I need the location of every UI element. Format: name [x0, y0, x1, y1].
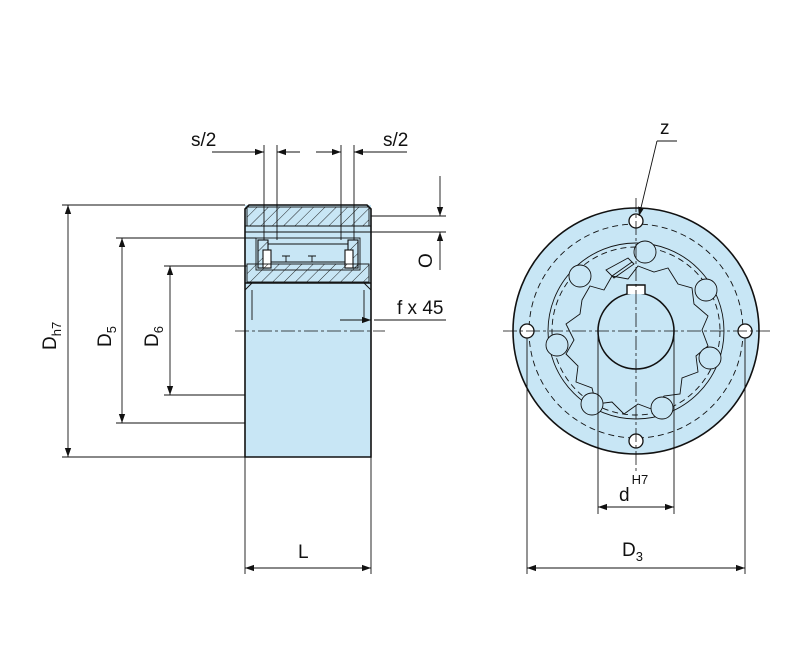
d6-subscript: 6: [151, 326, 166, 333]
svg-text:Dh7: Dh7: [40, 322, 64, 350]
dh7-label: D: [40, 336, 61, 350]
dh7-subscript: h7: [49, 322, 64, 336]
z-label: z: [660, 118, 670, 139]
dimension-chamfer: f x 45: [340, 298, 446, 324]
svg-text:D5: D5: [95, 326, 119, 347]
chamfer-label: f x 45: [397, 298, 443, 319]
side-view: [235, 204, 385, 458]
d-label: d: [619, 485, 630, 506]
l-label: L: [298, 542, 309, 563]
dimension-o: O: [371, 176, 446, 270]
d5-label: D: [95, 333, 116, 347]
dimension-dh7: Dh7: [40, 204, 245, 458]
front-view: [503, 198, 770, 472]
dimension-s2-left: s/2: [191, 130, 300, 240]
dimension-d5: D5: [95, 237, 256, 424]
d3-label: D: [622, 540, 636, 561]
dimension-d6: D6: [142, 265, 247, 396]
d6-label: D: [142, 333, 163, 347]
o-label: O: [416, 253, 437, 268]
dimension-d3: D3: [526, 338, 746, 574]
inner-ring-section: [246, 263, 370, 283]
d-superscript: H7: [632, 472, 649, 487]
d3-subscript: 3: [636, 549, 643, 564]
dimension-s2-right: s/2: [316, 130, 408, 240]
cam-outline: [565, 265, 709, 415]
d5-subscript: 5: [104, 326, 119, 333]
s2-left-label: s/2: [191, 130, 216, 151]
s2-right-label: s/2: [383, 130, 408, 151]
svg-text:dH7: dH7: [619, 472, 648, 506]
dimension-d-h7: dH7: [597, 331, 675, 514]
svg-text:D3: D3: [622, 540, 643, 564]
dimension-z: z: [638, 118, 677, 217]
outer-ring-section: [246, 206, 370, 227]
svg-text:D6: D6: [142, 326, 166, 347]
dimension-l: L: [244, 457, 372, 574]
